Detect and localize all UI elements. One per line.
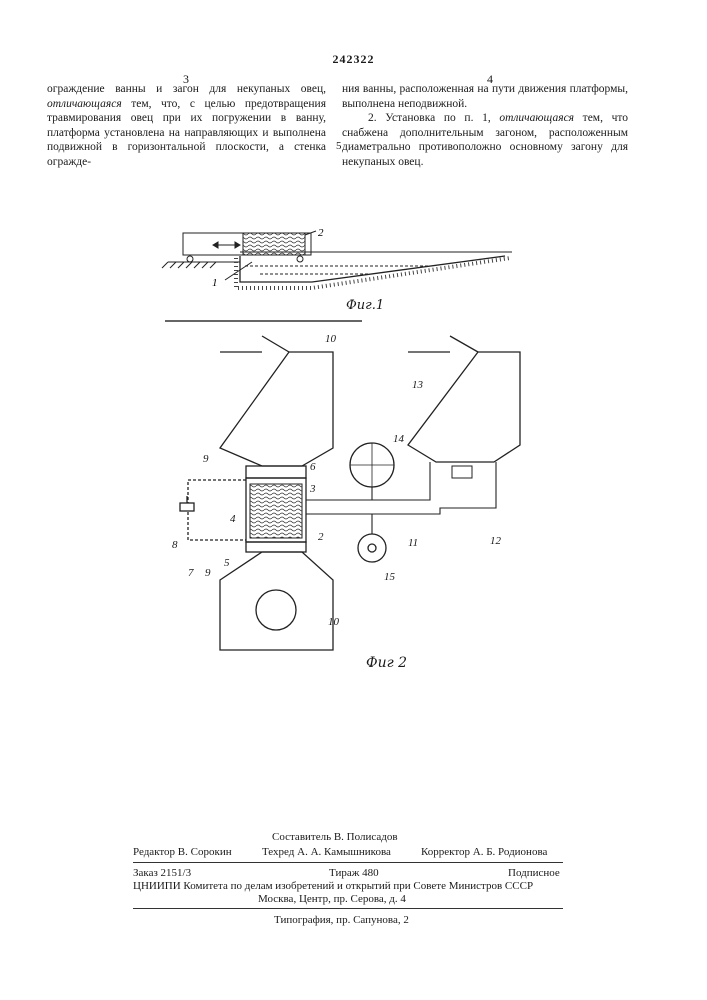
leader-1 [225,262,252,280]
footer-compiler: Составитель В. Полисадов [272,831,398,844]
fig2-label-pump: 15 [384,571,396,583]
fig2-label-11: 11 [408,537,418,549]
figure1-caption: Фиг.1 [346,298,384,313]
top-pen [220,352,333,466]
fig2-label-extra-pen: 13 [412,379,424,391]
drive-8 [180,503,194,511]
bottom-pen-circle [256,590,296,630]
figure2-labels: 10 10 13 14 15 9 9 6 3 4 2 8 7 5 11 12 [172,333,502,628]
bath-soil [236,258,510,288]
fig2-label-pen-bottom: 10 [328,616,340,628]
lower-gate [246,542,306,552]
fig2-label-pen-top: 10 [325,333,337,345]
footer-corrector: Корректор А. Б. Родионова [421,846,547,859]
figure2-caption: Фиг 2 [366,655,407,671]
footer-address: Москва, Центр, пр. Серова, д. 4 [258,893,406,906]
fig2-label-4: 4 [230,513,236,525]
unit-12 [452,466,472,478]
footer-circulation: Тираж 480 [329,867,379,880]
fig2-label-2: 2 [318,531,324,543]
upper-gate [246,466,306,478]
footer-order: Заказ 2151/3 [133,867,191,880]
fig2-label-7: 7 [188,567,194,579]
fig2-label-5: 5 [224,557,230,569]
extra-pen [408,352,520,462]
extra-pen-gate [450,336,478,352]
fig2-label-6: 6 [310,461,316,473]
fig1-label-platform: 2 [318,227,324,239]
platform-2 [250,484,302,538]
pump-hub [368,544,376,552]
fig1-label-bath: 1 [212,277,218,289]
bath-contour [240,256,505,282]
fig2-label-3: 3 [309,483,316,495]
footer-editor: Редактор В. Сорокин [133,846,232,859]
footer-techred: Техред А. А. Камышникова [262,846,391,859]
ground-hatch-left [162,262,216,268]
bottom-pen [220,552,333,650]
pump-15 [358,534,386,562]
footer-rule-1 [133,862,563,863]
wheel-left [187,256,193,262]
fig2-label-9a: 9 [203,453,209,465]
top-pen-gate [262,336,289,352]
pipes-11 [306,462,496,534]
footer-printer: Типография, пр. Сапунова, 2 [274,914,409,927]
footer-rule-2 [133,908,563,909]
footer-institute: ЦНИИПИ Комитета по делам изобретений и о… [133,880,573,893]
footer-subscription: Подписное [508,867,560,880]
fig2-label-12: 12 [490,535,502,547]
fig2-label-9b: 9 [205,567,211,579]
fig2-label-8: 8 [172,539,178,551]
wheel-right [297,256,303,262]
chain-drive [188,480,246,540]
fig2-label-tank: 14 [393,433,405,445]
figure2-drawing [180,336,520,650]
